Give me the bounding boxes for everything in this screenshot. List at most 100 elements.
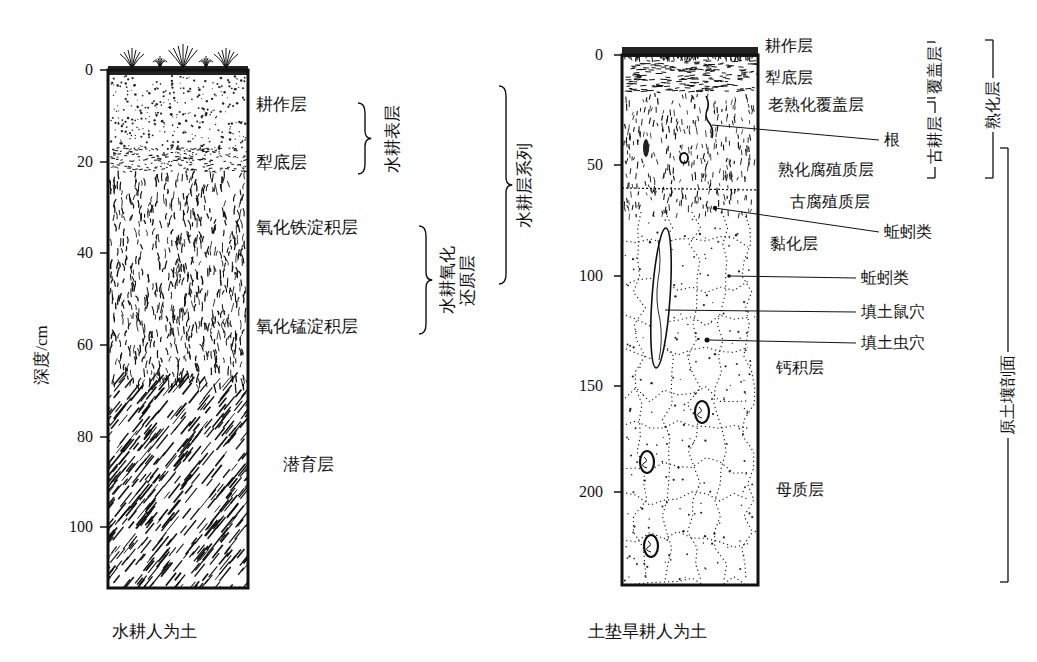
gley-hatch [211,483,220,495]
mottle-stroke [167,237,169,244]
soil-dash [158,160,161,162]
soil-dot [124,76,125,77]
soil-dash [199,150,202,151]
gley-hatch [117,548,126,559]
soil-dot [194,115,196,117]
mottle-stroke [179,309,180,318]
mottle-stroke [176,265,177,273]
mottle-stroke [140,244,142,249]
gley-hatch [122,398,132,410]
soil-dash [161,168,165,170]
surface-fringe [681,56,683,61]
soil-dot [151,102,153,104]
soil-dash [636,77,641,78]
mottle-stroke [243,291,245,297]
soil-dot [127,78,129,80]
soil-dash [191,169,194,171]
soil-dot [172,124,173,125]
soil-dot [201,107,203,109]
mottle-stroke [117,171,119,180]
gley-hatch [181,412,186,418]
gley-hatch [189,446,201,461]
mottle-stroke [145,352,147,359]
gley-hatch [126,577,134,587]
soil-dash [234,148,237,149]
soil-dot [171,87,173,89]
mottle-stroke [243,208,244,216]
soil-dot [126,126,128,128]
mottle-stroke [167,173,168,182]
soil-dash [684,62,688,63]
soil-dot [215,95,216,96]
gley-hatch [203,387,212,398]
soil-dot [180,87,182,89]
soil-dash [195,153,197,155]
mottle-stroke [114,199,116,207]
gley-hatch [233,506,244,519]
gley-hatch [205,407,210,413]
soil-dot [135,138,136,139]
soil-dash [690,85,695,86]
mottle-stroke [157,350,159,358]
soil-dot [184,130,185,131]
mottle-stroke [181,174,183,181]
soil-dot [140,136,142,138]
gley-hatch [157,435,168,449]
soil-dash [629,88,633,89]
soil-dash [189,155,190,156]
soil-dot [123,145,125,147]
mottle-stroke [185,263,186,270]
soil-dash [228,155,230,157]
mottle-stroke [235,383,237,393]
soil-dot [171,147,173,149]
soil-dot [215,124,216,125]
soil-dot [241,146,243,148]
soil-dash [242,167,245,169]
soil-dot [228,123,229,124]
soil-dash [645,71,651,72]
soil-dash [206,148,209,149]
gley-hatch [213,378,220,386]
mottle-stroke [200,288,202,293]
mottle-stroke [191,257,193,265]
mottle-stroke [211,336,212,341]
soil-dot [222,102,224,104]
surface-fringe [667,56,669,61]
soil-dot [241,121,242,122]
soil-dash [192,160,194,161]
mottle-stroke [235,376,237,383]
soil-dash [710,78,714,79]
soil-dash [191,169,193,171]
soil-dash [234,150,236,151]
axis-tick [100,252,108,254]
gley-hatch [168,484,180,499]
soil-dash [751,71,754,73]
mottle-stroke [178,270,180,277]
mottle-stroke [185,202,186,207]
mottle-stroke [212,187,214,192]
soil-dash [690,82,696,83]
soil-dash [241,170,244,171]
soil-dot [173,131,174,132]
mottle-stroke [152,283,154,289]
mottle-stroke [150,218,152,222]
soil-dot [173,92,175,94]
gley-hatch [169,547,176,556]
mottle-stroke [159,262,161,270]
soil-dot [109,141,110,142]
mottle-stroke [219,270,221,279]
soil-dash [143,159,147,161]
mottle-stroke [231,303,233,312]
soil-dot [159,101,161,103]
soil-dot [215,117,217,119]
mottle-stroke [232,350,234,359]
mottle-stroke [146,230,148,236]
mottle-stroke [174,338,176,345]
soil-dash [139,149,143,150]
gley-hatch [161,518,171,531]
mottle-stroke [210,351,212,358]
soil-dash [165,156,169,157]
mottle-stroke [178,254,180,263]
mottle-stroke [214,225,215,230]
mottle-stroke [119,182,121,191]
